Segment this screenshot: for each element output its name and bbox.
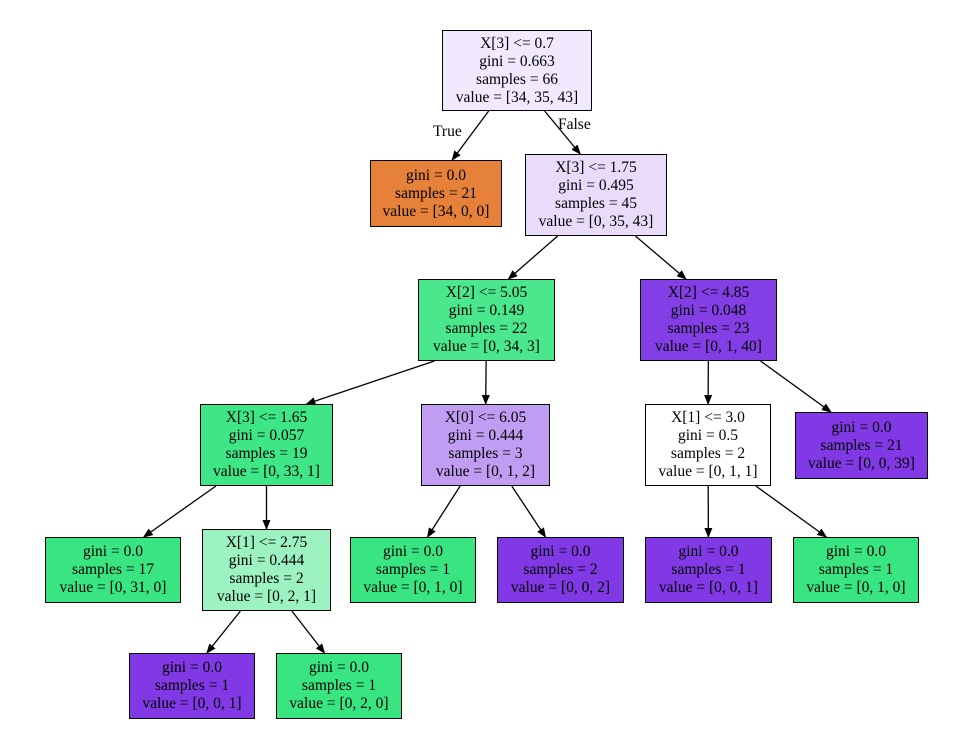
node-gini: gini = 0.0 — [678, 543, 739, 560]
node-value: value = [0, 2, 1] — [216, 588, 317, 605]
node-samples: samples = 1 — [154, 677, 230, 694]
node-split: X[0] <= 6.05 — [444, 409, 527, 426]
tree-leaf: gini = 0.0 samples = 2 value = [0, 0, 2] — [497, 537, 624, 603]
tree-leaf: gini = 0.0 samples = 1 value = [0, 1, 0] — [350, 537, 476, 603]
node-value: value = [0, 33, 1] — [213, 463, 320, 480]
node-gini: gini = 0.444 — [447, 427, 524, 444]
node-gini: gini = 0.0 — [83, 543, 143, 560]
tree-edge-n6-n11 — [426, 485, 461, 538]
tree-leaf: gini = 0.0 samples = 1 value = [0, 1, 0] — [793, 537, 919, 603]
node-value: value = [0, 1, 0] — [363, 579, 463, 596]
false-edge-label: False — [558, 116, 591, 133]
node-gini: gini = 0.0 — [831, 418, 892, 436]
node-value: value = [0, 1, 40] — [655, 338, 762, 355]
tree-node: X[0] <= 6.05 gini = 0.444 samples = 3 va… — [421, 404, 550, 486]
node-gini: gini = 0.149 — [448, 302, 525, 319]
true-edge-label: True — [433, 123, 462, 140]
node-value: value = [34, 35, 43] — [455, 88, 579, 106]
node-samples: samples = 17 — [72, 561, 154, 578]
node-split: X[3] <= 0.7 — [480, 34, 554, 52]
tree-edge-n7-n14 — [755, 485, 828, 538]
tree-edge-n5-n9 — [142, 485, 217, 538]
tree-edge-n0-n2 — [544, 110, 581, 155]
node-samples: samples = 1 — [671, 561, 746, 578]
node-samples: samples = 3 — [448, 445, 523, 462]
tree-edge-n2-n3 — [507, 235, 559, 280]
node-split: X[3] <= 1.65 — [225, 409, 308, 426]
node-split: X[1] <= 2.75 — [225, 534, 308, 551]
node-samples: samples = 45 — [555, 195, 637, 212]
tree-leaf: gini = 0.0 samples = 1 value = [0, 0, 1] — [645, 537, 772, 603]
node-gini: gini = 0.0 — [406, 166, 466, 184]
node-split: X[2] <= 5.05 — [445, 284, 528, 301]
node-samples: samples = 2 — [670, 445, 746, 462]
node-value: value = [0, 1, 1] — [658, 463, 758, 480]
node-gini: gini = 0.057 — [228, 427, 305, 444]
node-value: value = [0, 0, 2] — [510, 579, 611, 596]
node-samples: samples = 1 — [375, 561, 451, 578]
node-samples: samples = 2 — [229, 570, 304, 587]
node-gini: gini = 0.663 — [479, 52, 555, 70]
node-samples: samples = 2 — [523, 561, 598, 578]
node-value: value = [0, 35, 43] — [538, 213, 654, 230]
node-gini: gini = 0.0 — [826, 543, 886, 560]
node-samples: samples = 66 — [476, 70, 558, 88]
node-value: value = [0, 0, 1] — [658, 579, 759, 596]
tree-leaf: gini = 0.0 samples = 17 value = [0, 31, … — [45, 537, 181, 603]
tree-edge-n2-n4 — [634, 235, 687, 280]
node-samples: samples = 21 — [820, 436, 903, 454]
node-value: value = [0, 0, 1] — [142, 695, 242, 712]
node-samples: samples = 1 — [818, 561, 894, 578]
tree-leaf: gini = 0.0 samples = 21 value = [34, 0, … — [370, 160, 502, 227]
tree-node: X[3] <= 1.65 gini = 0.057 samples = 19 v… — [200, 404, 333, 486]
node-gini: gini = 0.0 — [383, 543, 443, 560]
node-value: value = [0, 34, 3] — [433, 338, 540, 355]
node-samples: samples = 23 — [667, 320, 750, 337]
node-gini: gini = 0.0 — [162, 659, 222, 676]
tree-edge-n3-n5 — [305, 360, 435, 405]
node-gini: gini = 0.048 — [670, 302, 747, 319]
node-value: value = [0, 0, 39] — [808, 454, 915, 472]
node-gini: gini = 0.0 — [309, 659, 369, 676]
tree-edge-n10-n15 — [206, 610, 241, 654]
node-samples: samples = 21 — [395, 184, 477, 202]
node-gini: gini = 0.5 — [678, 427, 738, 444]
tree-leaf: gini = 0.0 samples = 1 value = [0, 2, 0] — [276, 653, 402, 719]
tree-edge-n4-n8 — [760, 360, 832, 413]
tree-node: X[1] <= 2.75 gini = 0.444 samples = 2 va… — [202, 529, 331, 611]
node-gini: gini = 0.444 — [228, 552, 305, 569]
node-value: value = [0, 1, 2] — [435, 463, 536, 480]
node-samples: samples = 22 — [445, 320, 528, 337]
tree-leaf: gini = 0.0 samples = 21 value = [0, 0, 3… — [795, 412, 928, 479]
tree-node: X[3] <= 1.75 gini = 0.495 samples = 45 v… — [525, 154, 667, 236]
node-split: X[2] <= 4.85 — [667, 284, 750, 301]
tree-edge-n10-n16 — [291, 610, 326, 654]
tree-edge-n0-n1 — [451, 110, 490, 161]
tree-node-root: X[3] <= 0.7 gini = 0.663 samples = 66 va… — [442, 30, 592, 111]
node-value: value = [0, 2, 0] — [289, 695, 389, 712]
tree-node: X[2] <= 4.85 gini = 0.048 samples = 23 v… — [640, 279, 777, 361]
node-value: value = [0, 31, 0] — [59, 579, 167, 596]
tree-node: X[1] <= 3.0 gini = 0.5 samples = 2 value… — [645, 404, 771, 486]
tree-node: X[2] <= 5.05 gini = 0.149 samples = 22 v… — [418, 279, 555, 361]
node-split: X[3] <= 1.75 — [555, 159, 637, 176]
node-value: value = [34, 0, 0] — [382, 202, 490, 220]
node-samples: samples = 19 — [225, 445, 308, 462]
node-gini: gini = 0.0 — [530, 543, 591, 560]
tree-edge-n6-n12 — [511, 485, 547, 538]
node-gini: gini = 0.495 — [558, 177, 634, 194]
tree-leaf: gini = 0.0 samples = 1 value = [0, 0, 1] — [129, 653, 255, 719]
node-value: value = [0, 1, 0] — [806, 579, 906, 596]
node-split: X[1] <= 3.0 — [671, 409, 745, 426]
node-samples: samples = 1 — [301, 677, 377, 694]
